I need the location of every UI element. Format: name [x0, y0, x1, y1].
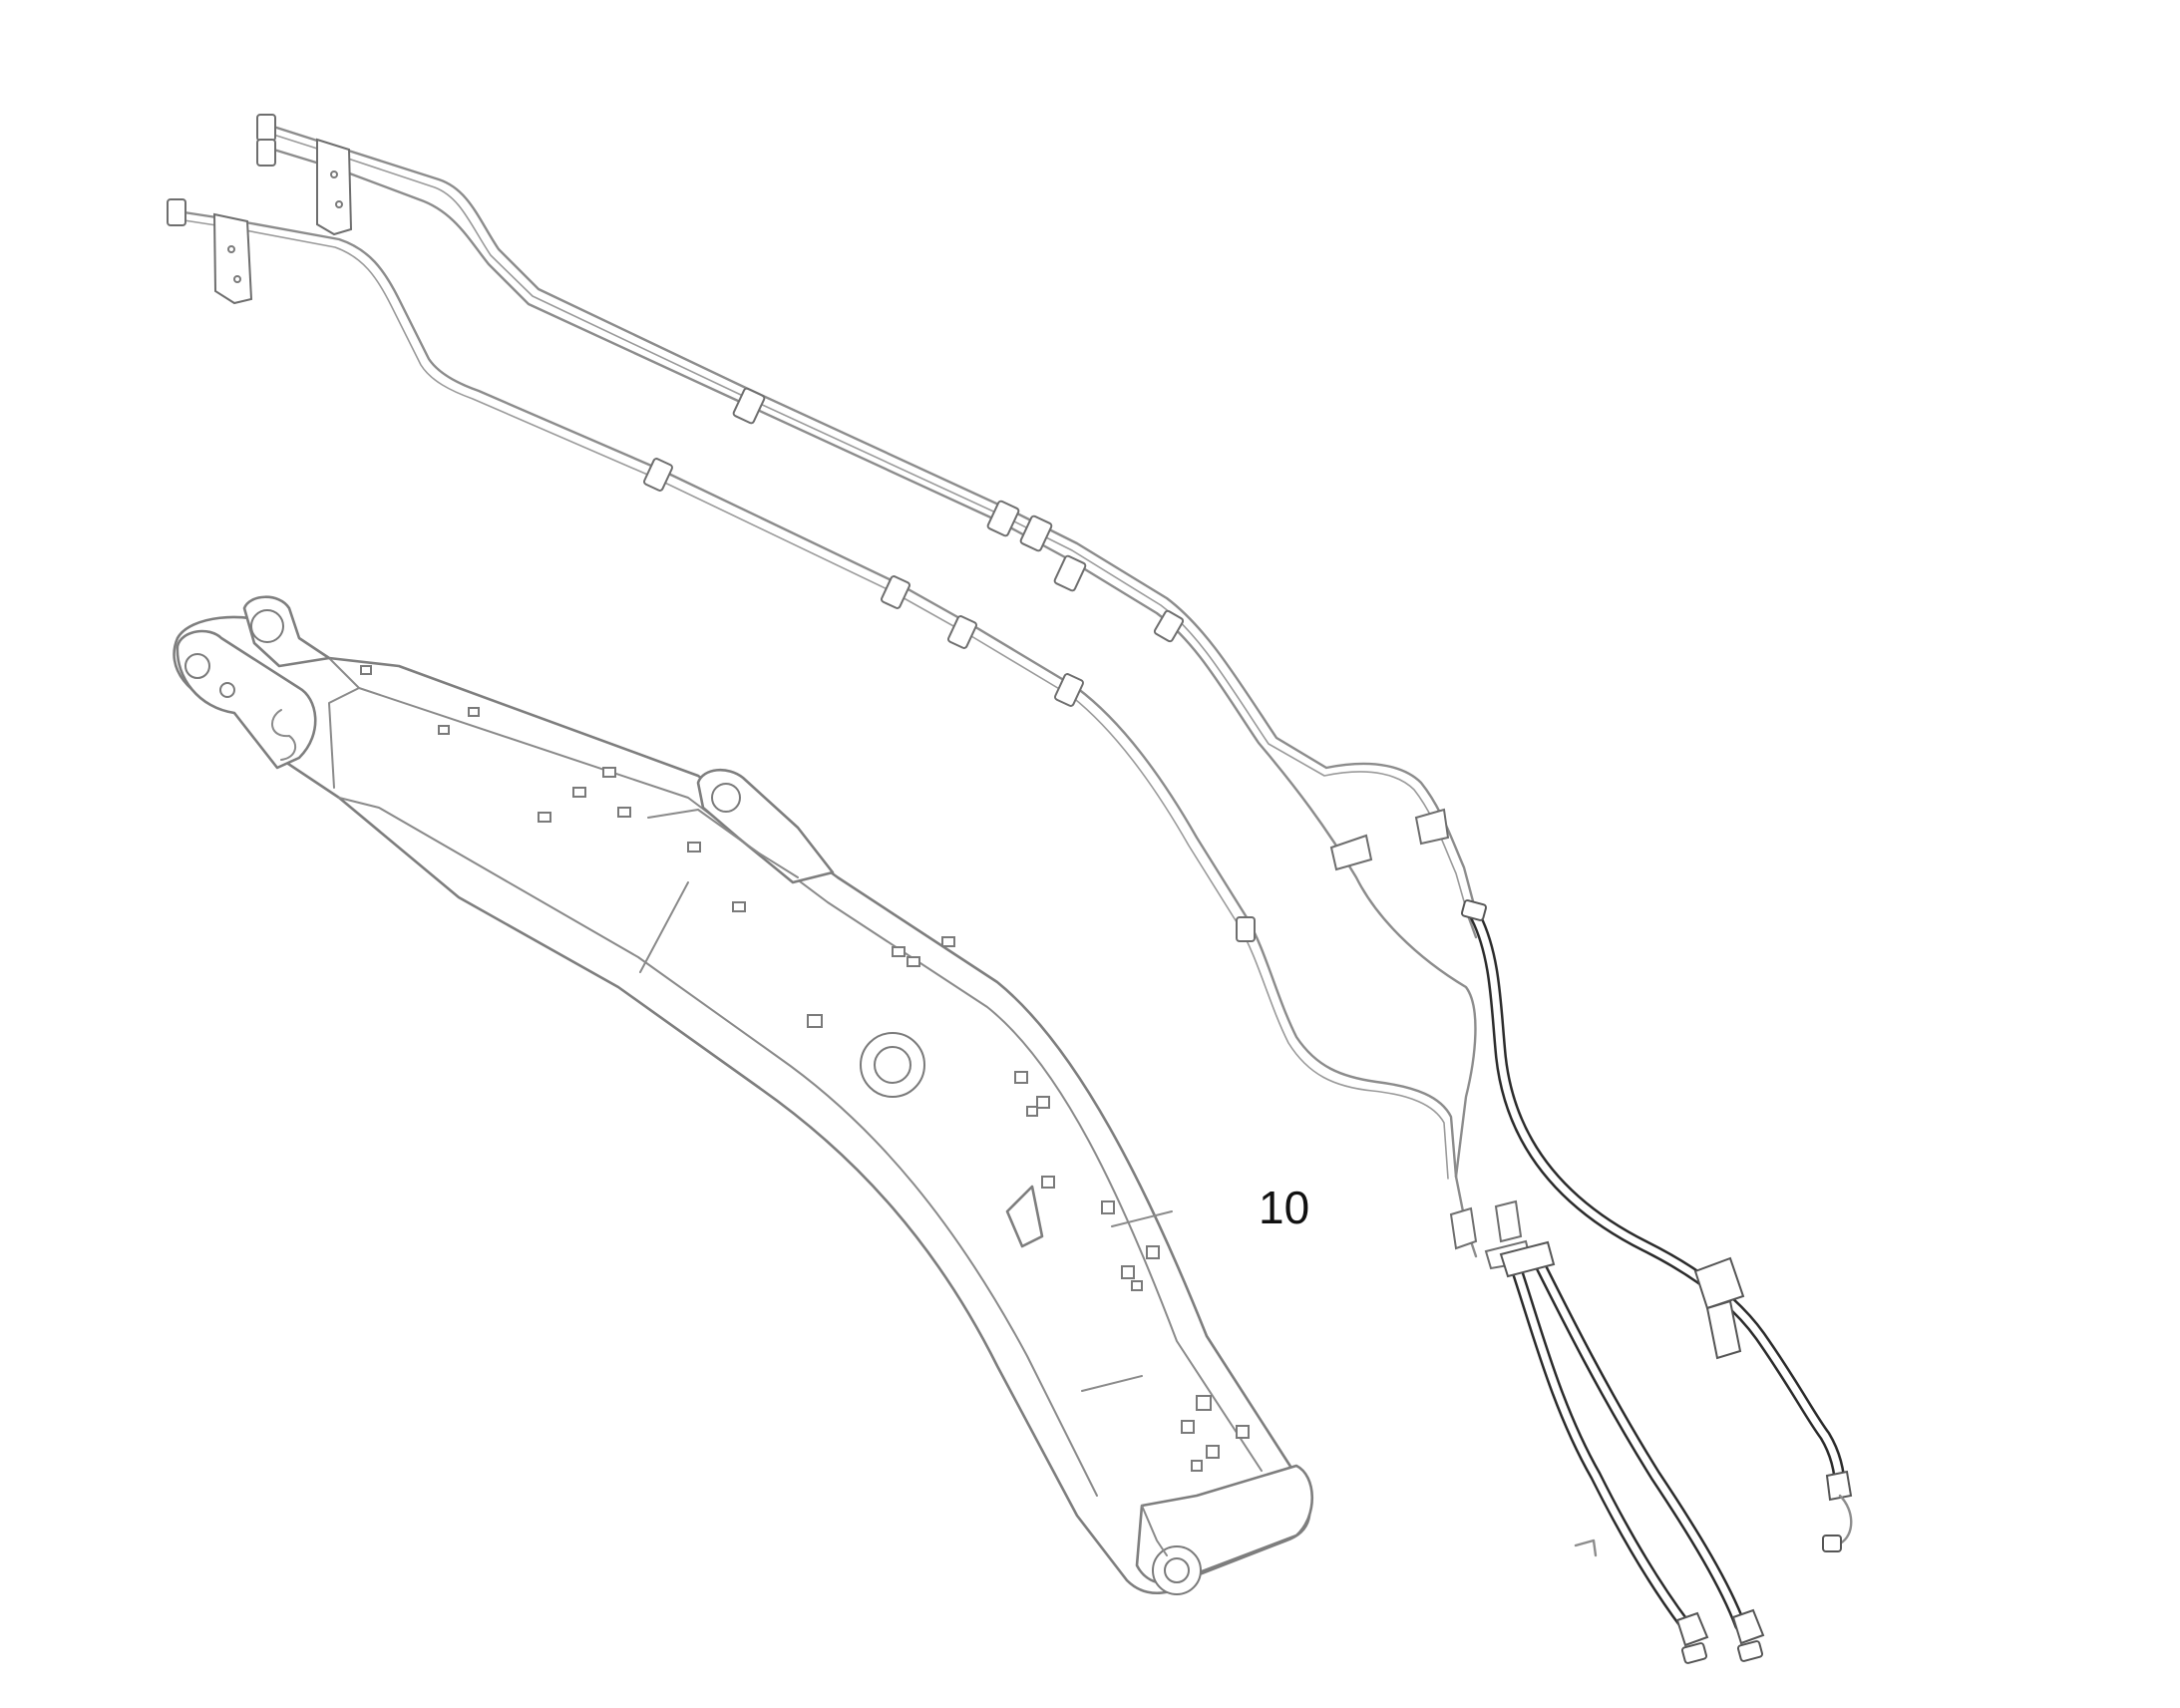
bracket-brace — [647, 809, 799, 878]
saddle-clamp-2 — [1414, 808, 1450, 846]
upper-bracket-1 — [316, 138, 353, 236]
clamp-g — [947, 615, 977, 649]
left-hose-end-1 — [1675, 1611, 1709, 1647]
hose-left-1 — [1508, 1255, 1691, 1631]
boom-foot-lug-lower — [176, 629, 317, 770]
part-number-label: 10 — [1259, 1182, 1310, 1233]
boom-lifting-lug — [1005, 1185, 1044, 1248]
boom-foot-pin-small — [219, 682, 235, 698]
boom-foot-pin-lower — [184, 653, 210, 679]
left-hose-flange-2 — [1736, 1640, 1764, 1662]
boom-side-edge — [338, 797, 1098, 1497]
clamp-j — [1236, 916, 1256, 942]
hose-right-inner — [1472, 913, 1844, 1495]
right-hose-flange — [1822, 1535, 1842, 1552]
clamp-d — [1019, 514, 1053, 552]
boom-top-plate — [328, 687, 360, 789]
clamp-b — [643, 458, 673, 492]
saddle-clamp-1 — [1329, 834, 1373, 871]
boom-outline — [173, 615, 1311, 1594]
boom-top-flange — [328, 657, 1263, 1472]
pipe-2 — [265, 146, 1477, 1179]
left-hose-flange-1 — [1680, 1642, 1708, 1664]
boom-foot-slot — [271, 709, 297, 761]
top-flange-2 — [256, 139, 276, 167]
hose-pair-junction — [1499, 1240, 1556, 1278]
pipe-clamps — [167, 114, 1598, 1557]
hose-clip — [1574, 1538, 1598, 1557]
arm-cylinder-pin — [711, 783, 741, 813]
boom-tip-plate — [1141, 1505, 1168, 1556]
boom-seam-1 — [639, 881, 689, 973]
clamp-a — [732, 387, 766, 425]
clamp-e — [1053, 554, 1087, 592]
boom-seam-3 — [1081, 1375, 1143, 1392]
pipe-end-2 — [1466, 913, 1478, 939]
clamp-h — [1054, 673, 1084, 707]
lower-clamp-2 — [1494, 1199, 1523, 1243]
boom-seam-2 — [1111, 1210, 1173, 1227]
lower-clamp-1 — [1449, 1206, 1478, 1250]
right-hose-end — [1825, 1470, 1853, 1502]
right-hose-clamp — [1693, 1256, 1745, 1310]
pipe-1 — [265, 123, 1478, 914]
left-hose-end-2 — [1731, 1608, 1765, 1645]
hose-left-1-inner — [1510, 1257, 1689, 1629]
right-hose-bracket — [1705, 1299, 1742, 1360]
pipe-3 — [176, 209, 1458, 1179]
pipe-1-inner — [266, 132, 1469, 916]
hose-left-2-inner — [1532, 1252, 1744, 1629]
top-flange-1 — [256, 114, 276, 142]
top-flange-3 — [167, 198, 186, 226]
clamp-c — [986, 500, 1020, 537]
flexible-hoses — [1470, 911, 1846, 1631]
excavator-boom — [173, 595, 1314, 1595]
clamp-f — [881, 575, 910, 609]
clamp-i — [1153, 609, 1185, 643]
boom-tip-pin-inner — [1164, 1557, 1190, 1583]
boom-foot-pin-upper — [250, 609, 284, 643]
boom-clips — [360, 665, 1250, 1472]
hose-fittings — [1460, 899, 1853, 1664]
hose-right — [1470, 911, 1846, 1497]
boom-cylinder-boss-inner — [874, 1046, 911, 1084]
upper-bracket-2 — [212, 212, 253, 305]
pipe-3-inner — [177, 218, 1449, 1180]
fitting-top — [1460, 899, 1488, 921]
hydraulic-pipes — [176, 123, 1478, 1258]
